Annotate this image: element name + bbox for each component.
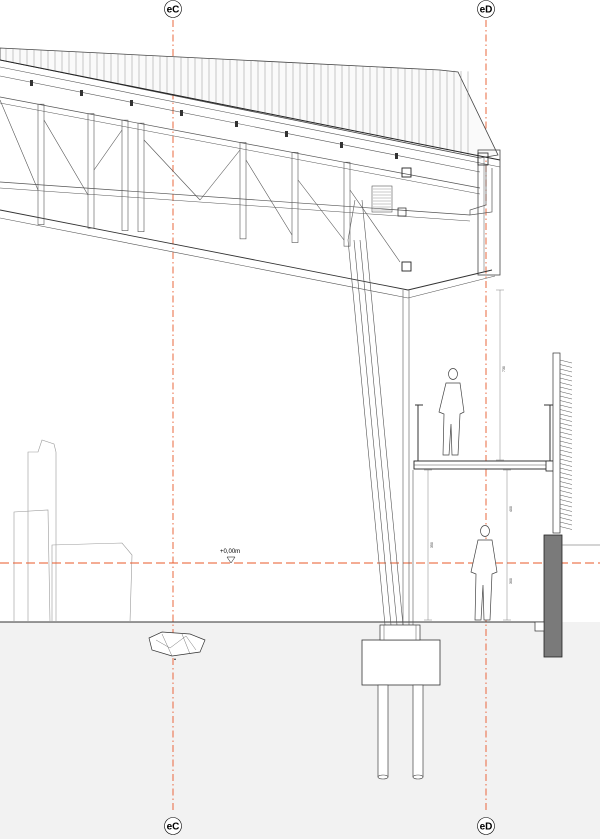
vertical-column [402,290,414,625]
svg-text:eC: eC [167,5,180,16]
foundation [361,624,441,780]
dim-label-400: 400 [509,506,513,512]
grid-bubble-ed-bottom: eD [477,817,495,835]
person-figure-upper [438,368,465,456]
grid-bubble-ec-bottom: eC [164,817,182,835]
dim-label-730: 730 [502,366,506,372]
roof-truss [0,99,401,263]
dark-wall [543,534,563,658]
dimension-lines [424,289,511,621]
platform [413,404,556,472]
roof-corrugation [5,48,469,156]
level-marker: +0,00m [220,549,240,564]
svg-text:eD: eD [480,822,493,833]
roof [0,47,501,299]
grid-bubble-ec-top: eC [164,0,182,18]
grid-bubble-ed-top: eD [477,0,495,18]
dim-label-300: 300 [509,578,513,584]
person-figure-lower [470,525,498,621]
svg-text:eD: eD [480,5,493,16]
background-buildings [13,439,133,623]
svg-text:+0,00m: +0,00m [220,549,240,555]
svg-text:eC: eC [167,822,180,833]
dim-label-350: 350 [430,542,434,548]
rock-detail [148,631,206,660]
purlins [30,80,398,159]
right-facade [534,352,600,658]
ground-fill [0,622,600,839]
inclined-column [347,199,404,626]
